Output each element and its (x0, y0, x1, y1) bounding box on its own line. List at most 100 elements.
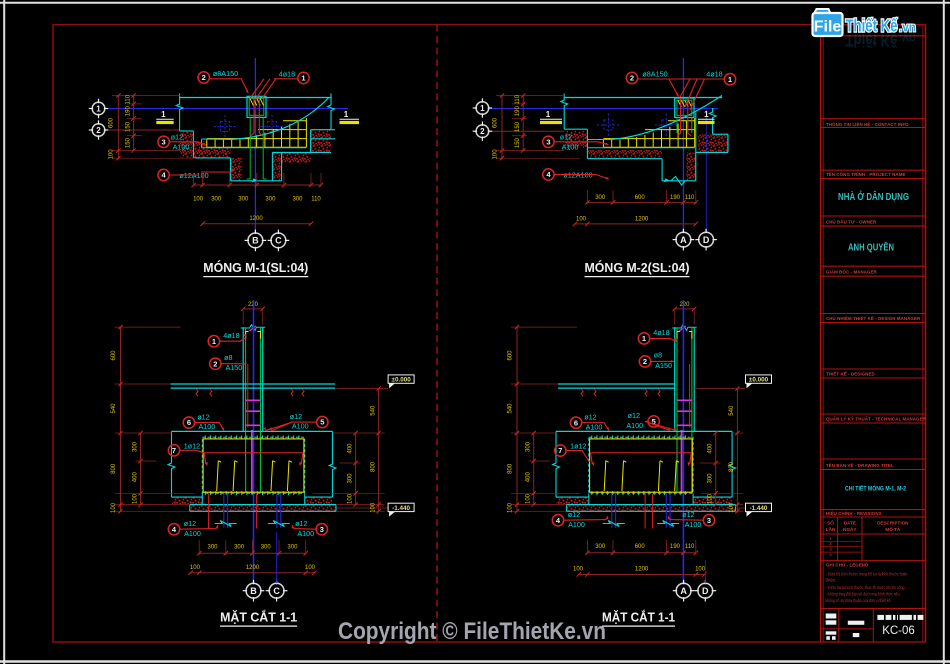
svg-text:540: 540 (508, 403, 514, 414)
svg-text:A: A (680, 235, 687, 245)
svg-text:1ø12: 1ø12 (570, 442, 586, 451)
svg-text:ø12: ø12 (568, 510, 580, 519)
svg-text:A100: A100 (562, 143, 579, 152)
svg-text:5: 5 (652, 417, 656, 426)
svg-text:220: 220 (679, 302, 690, 308)
svg-text:6: 6 (187, 418, 191, 427)
svg-text:D: D (702, 586, 709, 596)
svg-text:ø12: ø12 (290, 412, 302, 421)
svg-text:100: 100 (132, 493, 138, 504)
svg-text:A100: A100 (297, 529, 314, 538)
svg-text:1ø12: 1ø12 (184, 441, 200, 450)
svg-text:300: 300 (132, 441, 138, 452)
svg-text:không có sự thỏa thuận của đơn: không có sự thỏa thuận của đơn vị thiết … (826, 597, 892, 603)
svg-text:NHÀ Ở DÂN DỤNG: NHÀ Ở DÂN DỤNG (838, 190, 909, 203)
svg-text:A100: A100 (184, 529, 201, 538)
svg-text:4: 4 (546, 170, 551, 179)
svg-text:A100: A100 (199, 422, 216, 431)
svg-text:110: 110 (311, 196, 321, 202)
svg-text:File: File (814, 19, 842, 36)
svg-text:Thiết Kế: Thiết Kế (846, 31, 898, 51)
svg-text:GHI CHÚ - LEGEND: GHI CHÚ - LEGEND (826, 563, 868, 568)
svg-text:400: 400 (347, 443, 353, 454)
svg-text:150: 150 (125, 121, 131, 132)
svg-text:1: 1 (728, 75, 732, 84)
svg-text:GIÁM ĐỐC - MANAGER: GIÁM ĐỐC - MANAGER (826, 270, 878, 275)
svg-text:A100: A100 (568, 520, 585, 529)
svg-text:Copyright © FileThietKe.vn: Copyright © FileThietKe.vn (338, 618, 606, 645)
svg-text:SỐ: SỐ (827, 520, 834, 526)
svg-text:4: 4 (556, 516, 561, 525)
svg-text:100: 100 (492, 149, 498, 160)
svg-text:800: 800 (508, 463, 514, 474)
svg-text:B: B (250, 586, 257, 596)
svg-text:100: 100 (695, 567, 706, 573)
svg-text:ø8: ø8 (224, 353, 232, 362)
svg-text:300: 300 (708, 473, 714, 484)
svg-text:THÔNG TIN LIÊN HỆ - CONTACT IN: THÔNG TIN LIÊN HỆ - CONTACT INFO (826, 122, 909, 127)
svg-text:NGÀY: NGÀY (843, 526, 856, 532)
svg-text:600: 600 (635, 544, 646, 550)
svg-text:ø12: ø12 (171, 133, 183, 142)
svg-text:300: 300 (595, 544, 606, 550)
svg-text:B: B (252, 236, 259, 246)
svg-text:600: 600 (109, 117, 115, 128)
svg-text:150: 150 (125, 137, 131, 148)
svg-text:2: 2 (480, 127, 485, 136)
svg-text:110: 110 (685, 544, 695, 550)
svg-text:1: 1 (642, 334, 646, 343)
svg-text:DATE: DATE (844, 521, 856, 526)
svg-text:ø8: ø8 (654, 351, 662, 360)
svg-text:100: 100 (111, 502, 117, 513)
svg-text:- Kiểm tra lại kích thước thực: - Kiểm tra lại kích thước thực tế trước … (826, 584, 906, 590)
svg-text:100: 100 (193, 196, 204, 202)
svg-text:A100: A100 (685, 520, 702, 529)
svg-text:±0.000: ±0.000 (749, 377, 769, 384)
svg-text:400: 400 (132, 472, 138, 483)
svg-text:2: 2 (630, 74, 634, 83)
svg-text:540: 540 (370, 405, 376, 416)
svg-text:4ø18: 4ø18 (279, 69, 295, 78)
svg-text:300: 300 (265, 196, 276, 202)
svg-text:300: 300 (238, 196, 249, 202)
svg-text:100: 100 (190, 565, 201, 571)
svg-text:CHI TIẾT MÓNG M-1, M-2: CHI TIẾT MÓNG M-1, M-2 (845, 483, 906, 493)
svg-text:ø12: ø12 (184, 519, 196, 528)
svg-text:4: 4 (162, 171, 167, 180)
svg-text:190: 190 (515, 106, 521, 117)
svg-text:3: 3 (320, 525, 324, 534)
svg-text:2: 2 (213, 359, 217, 368)
svg-text:THIẾT KẾ - DESIGNED: THIẾT KẾ - DESIGNED (826, 372, 875, 377)
svg-text:.vn: .vn (899, 20, 916, 35)
svg-text:540: 540 (111, 403, 117, 414)
svg-text:300: 300 (292, 196, 303, 202)
svg-text:300: 300 (211, 196, 222, 202)
svg-text:3: 3 (546, 137, 550, 146)
svg-text:600: 600 (508, 350, 514, 361)
svg-text:C: C (273, 586, 280, 596)
svg-text:CHỦ ĐẦU TƯ - OWNER: CHỦ ĐẦU TƯ - OWNER (826, 220, 877, 225)
svg-text:600: 600 (111, 350, 117, 361)
svg-text:6: 6 (574, 418, 578, 427)
svg-text:7: 7 (558, 446, 562, 455)
svg-text:ø12: ø12 (197, 412, 209, 421)
svg-text:ø12: ø12 (295, 519, 307, 528)
svg-text:300: 300 (526, 441, 532, 452)
svg-text:±0.000: ±0.000 (391, 377, 411, 384)
svg-text:800: 800 (729, 461, 735, 472)
svg-text:110: 110 (515, 94, 521, 104)
svg-text:5: 5 (320, 418, 324, 427)
svg-text:100: 100 (729, 502, 735, 513)
svg-text:1200: 1200 (246, 565, 260, 571)
svg-text:4ø18: 4ø18 (706, 69, 722, 78)
svg-text:7: 7 (172, 446, 176, 455)
svg-text:KC-06: KC-06 (882, 625, 915, 637)
svg-text:150: 150 (515, 121, 521, 132)
svg-text:ø8A150: ø8A150 (642, 69, 667, 78)
svg-text:2: 2 (643, 357, 647, 366)
svg-text:1: 1 (301, 74, 305, 83)
svg-text:1200: 1200 (635, 216, 649, 222)
svg-text:ANH QUYỀN: ANH QUYỀN (848, 241, 894, 254)
svg-text:HIỆU CHỈNH - REVISIONS: HIỆU CHỈNH - REVISIONS (826, 511, 882, 516)
svg-text:1: 1 (344, 110, 349, 119)
